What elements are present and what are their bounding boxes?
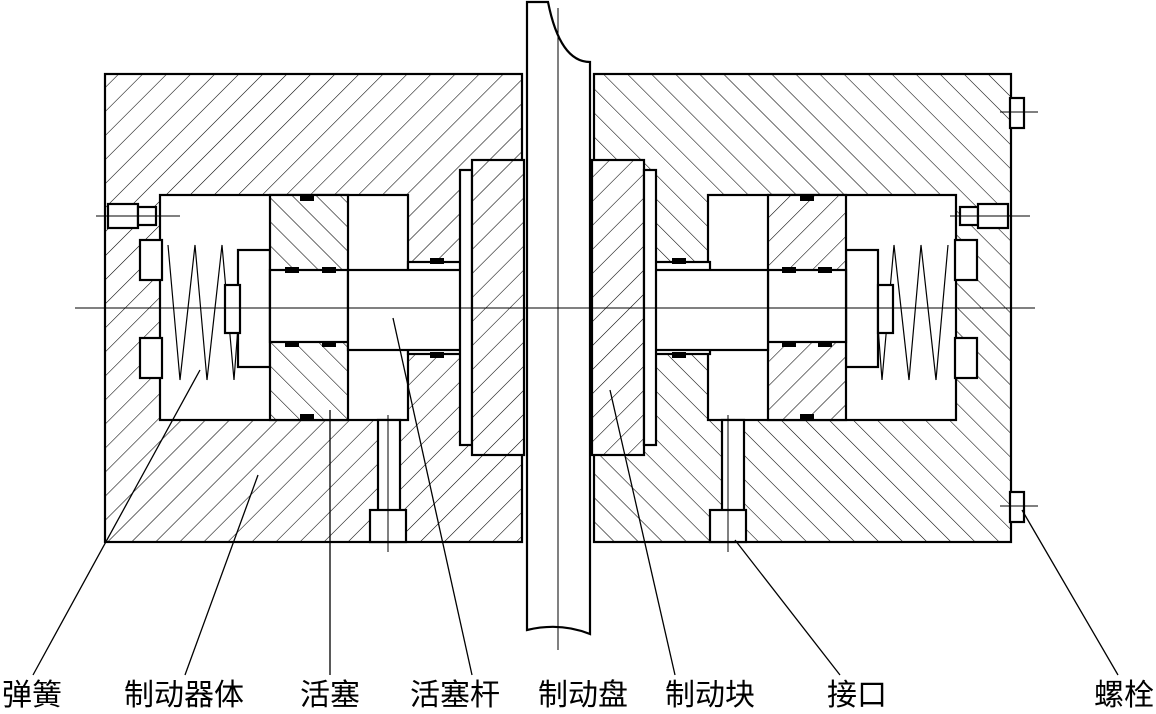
label-port: 接口 <box>827 678 887 713</box>
right-bolt-top <box>1000 96 1038 130</box>
label-spring: 弹簧 <box>2 678 62 713</box>
left-port-fitting <box>368 415 408 552</box>
label-brake-disc: 制动盘 <box>538 678 628 713</box>
right-port-fitting <box>708 415 748 552</box>
leader-lines <box>32 317 1119 676</box>
right-spring <box>875 244 949 381</box>
label-piston: 活塞 <box>300 678 360 713</box>
label-brake-block: 制动块 <box>665 678 755 713</box>
brake-disc <box>525 0 592 650</box>
label-brake-body: 制动器体 <box>124 678 244 713</box>
left-bolt <box>96 202 180 230</box>
right-piston-rod <box>644 268 770 352</box>
label-bolt: 螺栓 <box>1094 678 1154 713</box>
label-piston-rod: 活塞杆 <box>410 678 500 713</box>
left-spring <box>167 244 241 381</box>
left-piston-rod <box>346 268 472 352</box>
right-bolt-bottom <box>1000 490 1038 524</box>
right-bolt-middle <box>950 202 1030 230</box>
